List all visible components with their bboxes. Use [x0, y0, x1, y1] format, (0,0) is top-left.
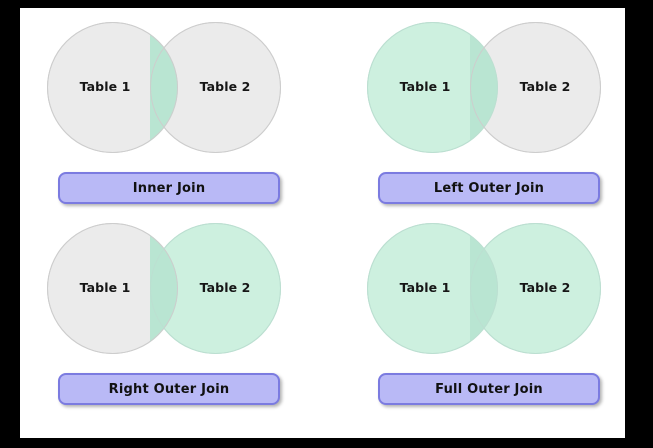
caption-full-outer-join[interactable]: Full Outer Join — [378, 373, 600, 405]
venn-intersection[interactable] — [150, 22, 178, 153]
caption-right-outer-join[interactable]: Right Outer Join — [58, 373, 280, 405]
caption-left-outer-join[interactable]: Left Outer Join — [378, 172, 600, 204]
venn-label-left: Table 1 — [399, 79, 451, 94]
venn-label-right: Table 2 — [519, 280, 571, 295]
slide-panel: Table 1 Table 2 Inner Join Table 1 Table… — [20, 8, 625, 438]
venn-inner-join: Table 1 Table 2 — [47, 22, 283, 155]
venn-full-outer-join: Table 1 Table 2 — [367, 223, 603, 356]
venn-intersection[interactable] — [470, 223, 498, 354]
caption-inner-join[interactable]: Inner Join — [58, 172, 280, 204]
venn-label-right: Table 2 — [199, 280, 251, 295]
venn-left-outer-join: Table 1 Table 2 — [367, 22, 603, 155]
venn-intersection[interactable] — [150, 223, 178, 354]
venn-intersection[interactable] — [470, 22, 498, 153]
venn-label-right: Table 2 — [199, 79, 251, 94]
venn-label-left: Table 1 — [399, 280, 451, 295]
venn-label-left: Table 1 — [79, 79, 131, 94]
venn-label-left: Table 1 — [79, 280, 131, 295]
venn-label-right: Table 2 — [519, 79, 571, 94]
venn-right-outer-join: Table 1 Table 2 — [47, 223, 283, 356]
